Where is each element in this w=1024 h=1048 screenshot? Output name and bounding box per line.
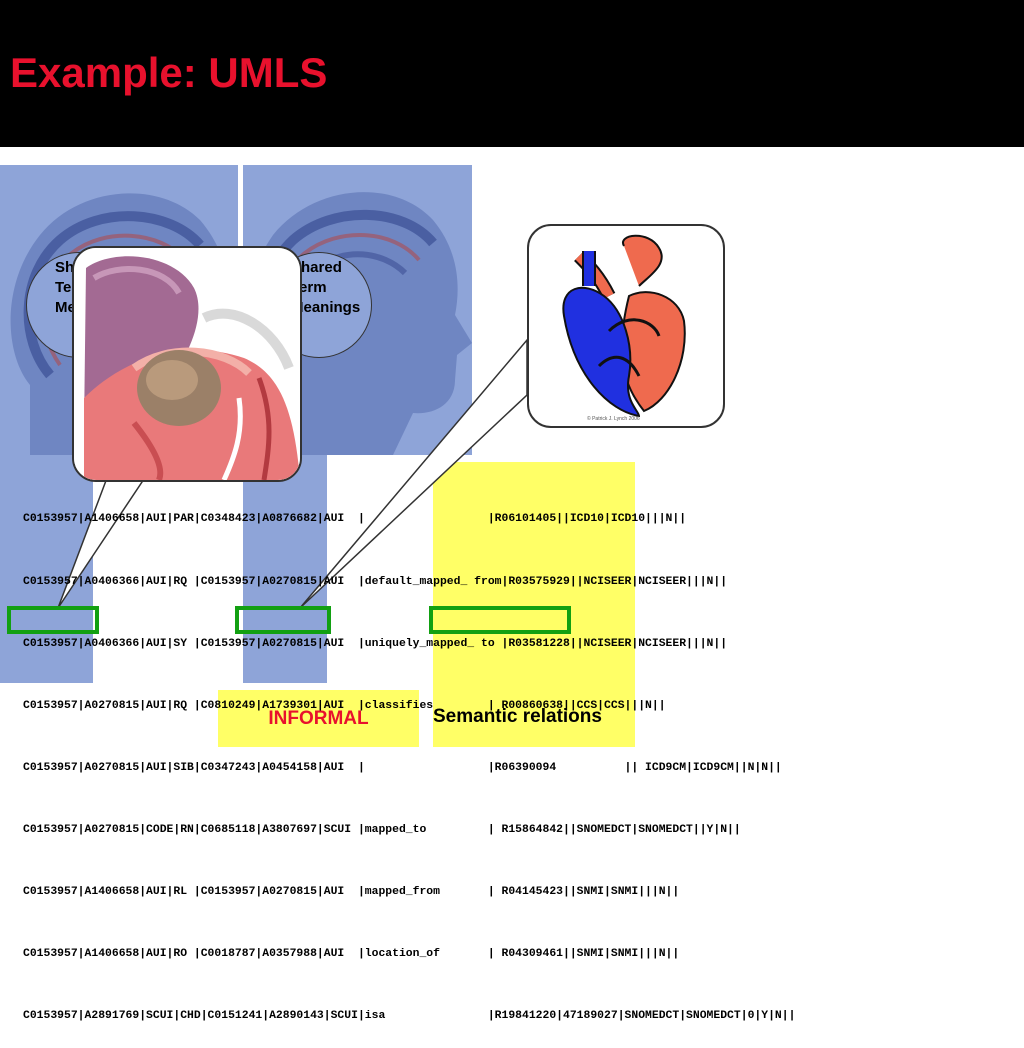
slide-title: Example: UMLS bbox=[10, 49, 328, 96]
informal-highlight bbox=[218, 690, 419, 747]
heart-image: © Patrick J. Lynch 2006 bbox=[527, 224, 725, 428]
highlight-box-cui-c0153957 bbox=[7, 606, 99, 634]
umls-relations-table: C0153957|A1406658|AUI|PAR|C0348423|A0876… bbox=[23, 468, 795, 1048]
table-row: C0153957|A0270815|AUI|SIB|C0347243|A0454… bbox=[23, 761, 782, 774]
tumor-illustration-icon bbox=[74, 248, 300, 480]
table-row: C0153957|A1406658|AUI|PAR|C0348423|A0876… bbox=[23, 513, 687, 526]
title-bar: Example: UMLS bbox=[0, 0, 1024, 147]
table-row: C0153957|A0406366|AUI|RQ |C0153957|A0270… bbox=[23, 575, 728, 588]
heart-image-credit: © Patrick J. Lynch 2006 bbox=[587, 416, 640, 422]
table-row: C0153957|A0270815|CODE|RN|C0685118|A3807… bbox=[23, 823, 741, 836]
heart-diagram-icon bbox=[562, 234, 686, 418]
informal-label: INFORMAL bbox=[268, 708, 369, 729]
semantic-relations-label: Semantic relations bbox=[433, 706, 602, 727]
tumor-image bbox=[72, 246, 302, 482]
highlight-box-cui-c0018787 bbox=[235, 606, 331, 634]
table-row: C0153957|A1406658|AUI|RO |C0018787|A0357… bbox=[23, 948, 680, 961]
highlight-box-location-of bbox=[429, 606, 571, 634]
table-row: C0153957|A0270815|AUI|RQ |C0810249|A1739… bbox=[23, 699, 666, 712]
table-row: C0153957|A2891769|SCUI|CHD|C0151241|A289… bbox=[23, 1010, 796, 1023]
table-row: C0153957|A1406658|AUI|RL |C0153957|A0270… bbox=[23, 886, 680, 899]
table-row: C0153957|A0406366|AUI|SY |C0153957|A0270… bbox=[23, 637, 728, 650]
